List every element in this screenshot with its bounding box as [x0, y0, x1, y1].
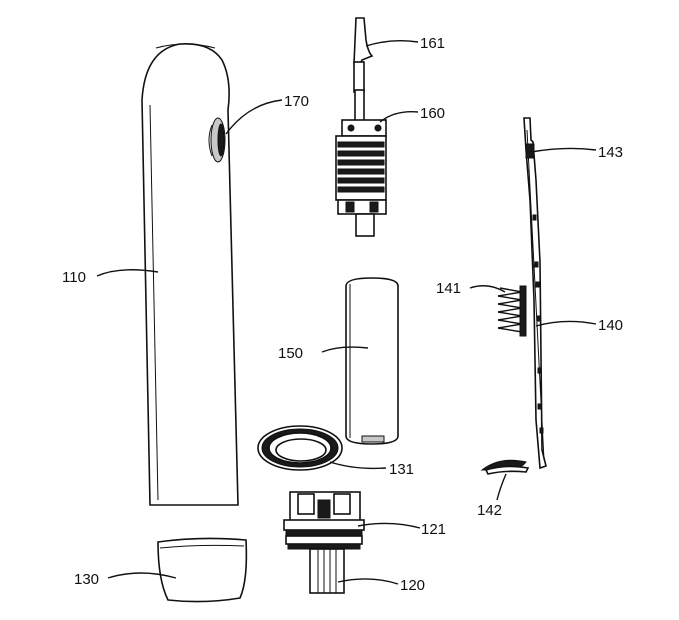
- part-141-spring: [497, 285, 527, 337]
- label-131: 131: [389, 461, 414, 478]
- part-110-housing: [141, 43, 239, 506]
- label-120: 120: [400, 577, 425, 594]
- part-160-motor: [335, 119, 387, 237]
- part-labels: 110 130 150 131 121 120 161 160 170 141 …: [62, 35, 623, 594]
- label-142: 142: [477, 502, 502, 519]
- label-121: 121: [421, 521, 446, 538]
- part-140-circuit-board: [523, 117, 547, 470]
- label-110: 110: [62, 269, 86, 286]
- part-131-ring: [257, 425, 343, 471]
- part-170-button: [208, 117, 226, 163]
- label-143: 143: [598, 144, 623, 161]
- label-141: 141: [436, 280, 461, 297]
- label-160: 160: [420, 105, 445, 122]
- part-150-battery: [345, 277, 399, 445]
- label-161: 161: [420, 35, 445, 52]
- part-161-shaft: [353, 17, 374, 123]
- label-170: 170: [284, 93, 309, 110]
- part-121-connector: [283, 491, 365, 550]
- part-130-cap: [157, 537, 248, 603]
- label-130: 130: [74, 571, 99, 588]
- label-150: 150: [278, 345, 303, 362]
- label-140: 140: [598, 317, 623, 334]
- part-120-plug: [309, 548, 345, 594]
- leader-lines: [96, 39, 597, 585]
- part-142-clip: [480, 459, 530, 475]
